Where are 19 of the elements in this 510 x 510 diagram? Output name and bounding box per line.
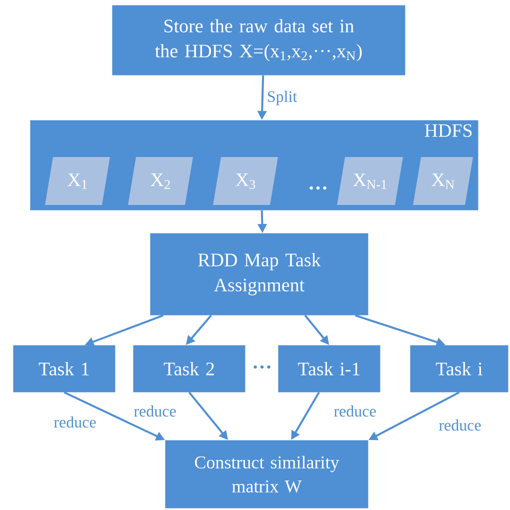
process-box: Task i-1 — [278, 345, 380, 392]
edge-label: reduce — [332, 404, 378, 418]
block-parallelogram: X$_{1}$ — [45, 157, 110, 205]
block-parallelogram: X$_{2}$ — [128, 157, 193, 205]
edge-label: reduce — [132, 404, 178, 418]
edge-label: Split — [266, 90, 298, 106]
process-box: Task 1 — [13, 345, 116, 392]
process-box: Store the raw data set in the HDFS X=(x$_{1}$,x$_{2}$,···,x$_{N}$) — [112, 5, 406, 76]
block-parallelogram: X$_{N-1}$ — [337, 157, 403, 205]
edge-label: reduce — [52, 415, 98, 429]
process-box: RDD Map Task Assignment — [150, 233, 368, 316]
process-box: Task i — [410, 345, 508, 392]
edge-label: reduce — [438, 418, 482, 432]
process-box: Construct similarity matrix W — [165, 440, 368, 508]
block-parallelogram: X$_{N}$ — [413, 157, 473, 205]
process-box: Task 2 — [133, 345, 246, 392]
ellipsis: … — [310, 186, 326, 190]
ellipsis: … — [254, 365, 270, 369]
block-parallelogram: X$_{3}$ — [213, 157, 278, 205]
